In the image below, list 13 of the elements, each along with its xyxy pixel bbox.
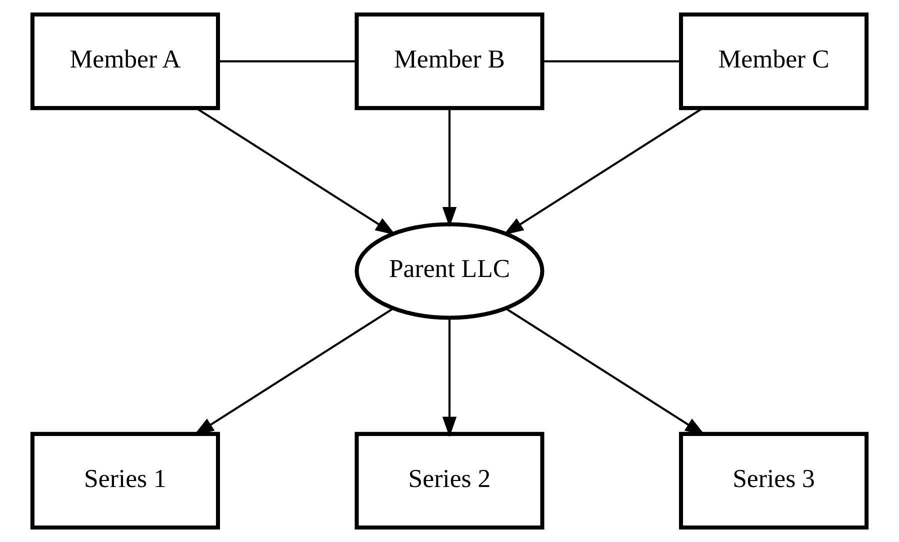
arrow [503, 107, 704, 236]
connector [542, 60, 681, 62]
node-box: Series 2 [354, 432, 544, 530]
arrow [442, 108, 457, 228]
node-box: Series 3 [679, 432, 869, 530]
node-box: Series 1 [30, 432, 220, 530]
node-box: Member A [30, 12, 220, 110]
node-box: Member B [354, 12, 544, 110]
node-ellipse: Parent LLC [354, 222, 544, 320]
node-box: Member C [679, 12, 869, 110]
arrow [442, 318, 457, 438]
connector [218, 60, 356, 62]
arrow [196, 107, 396, 236]
